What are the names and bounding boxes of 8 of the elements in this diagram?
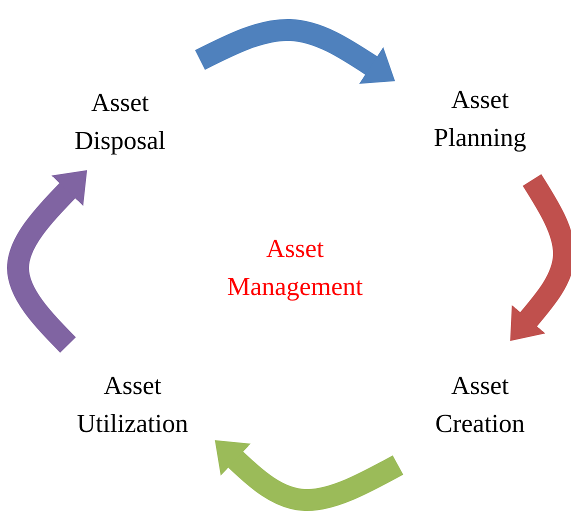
stage-label: Asset Disposal <box>74 87 166 157</box>
curved-arrow <box>195 19 396 84</box>
stage-label: Asset Utilization <box>76 370 190 440</box>
stage-label: Asset Planning <box>432 84 528 154</box>
stage-label: Asset Management <box>226 233 364 303</box>
curved-arrow <box>214 440 404 511</box>
curved-arrow <box>7 170 88 353</box>
stage-label: Asset Creation <box>434 370 526 440</box>
